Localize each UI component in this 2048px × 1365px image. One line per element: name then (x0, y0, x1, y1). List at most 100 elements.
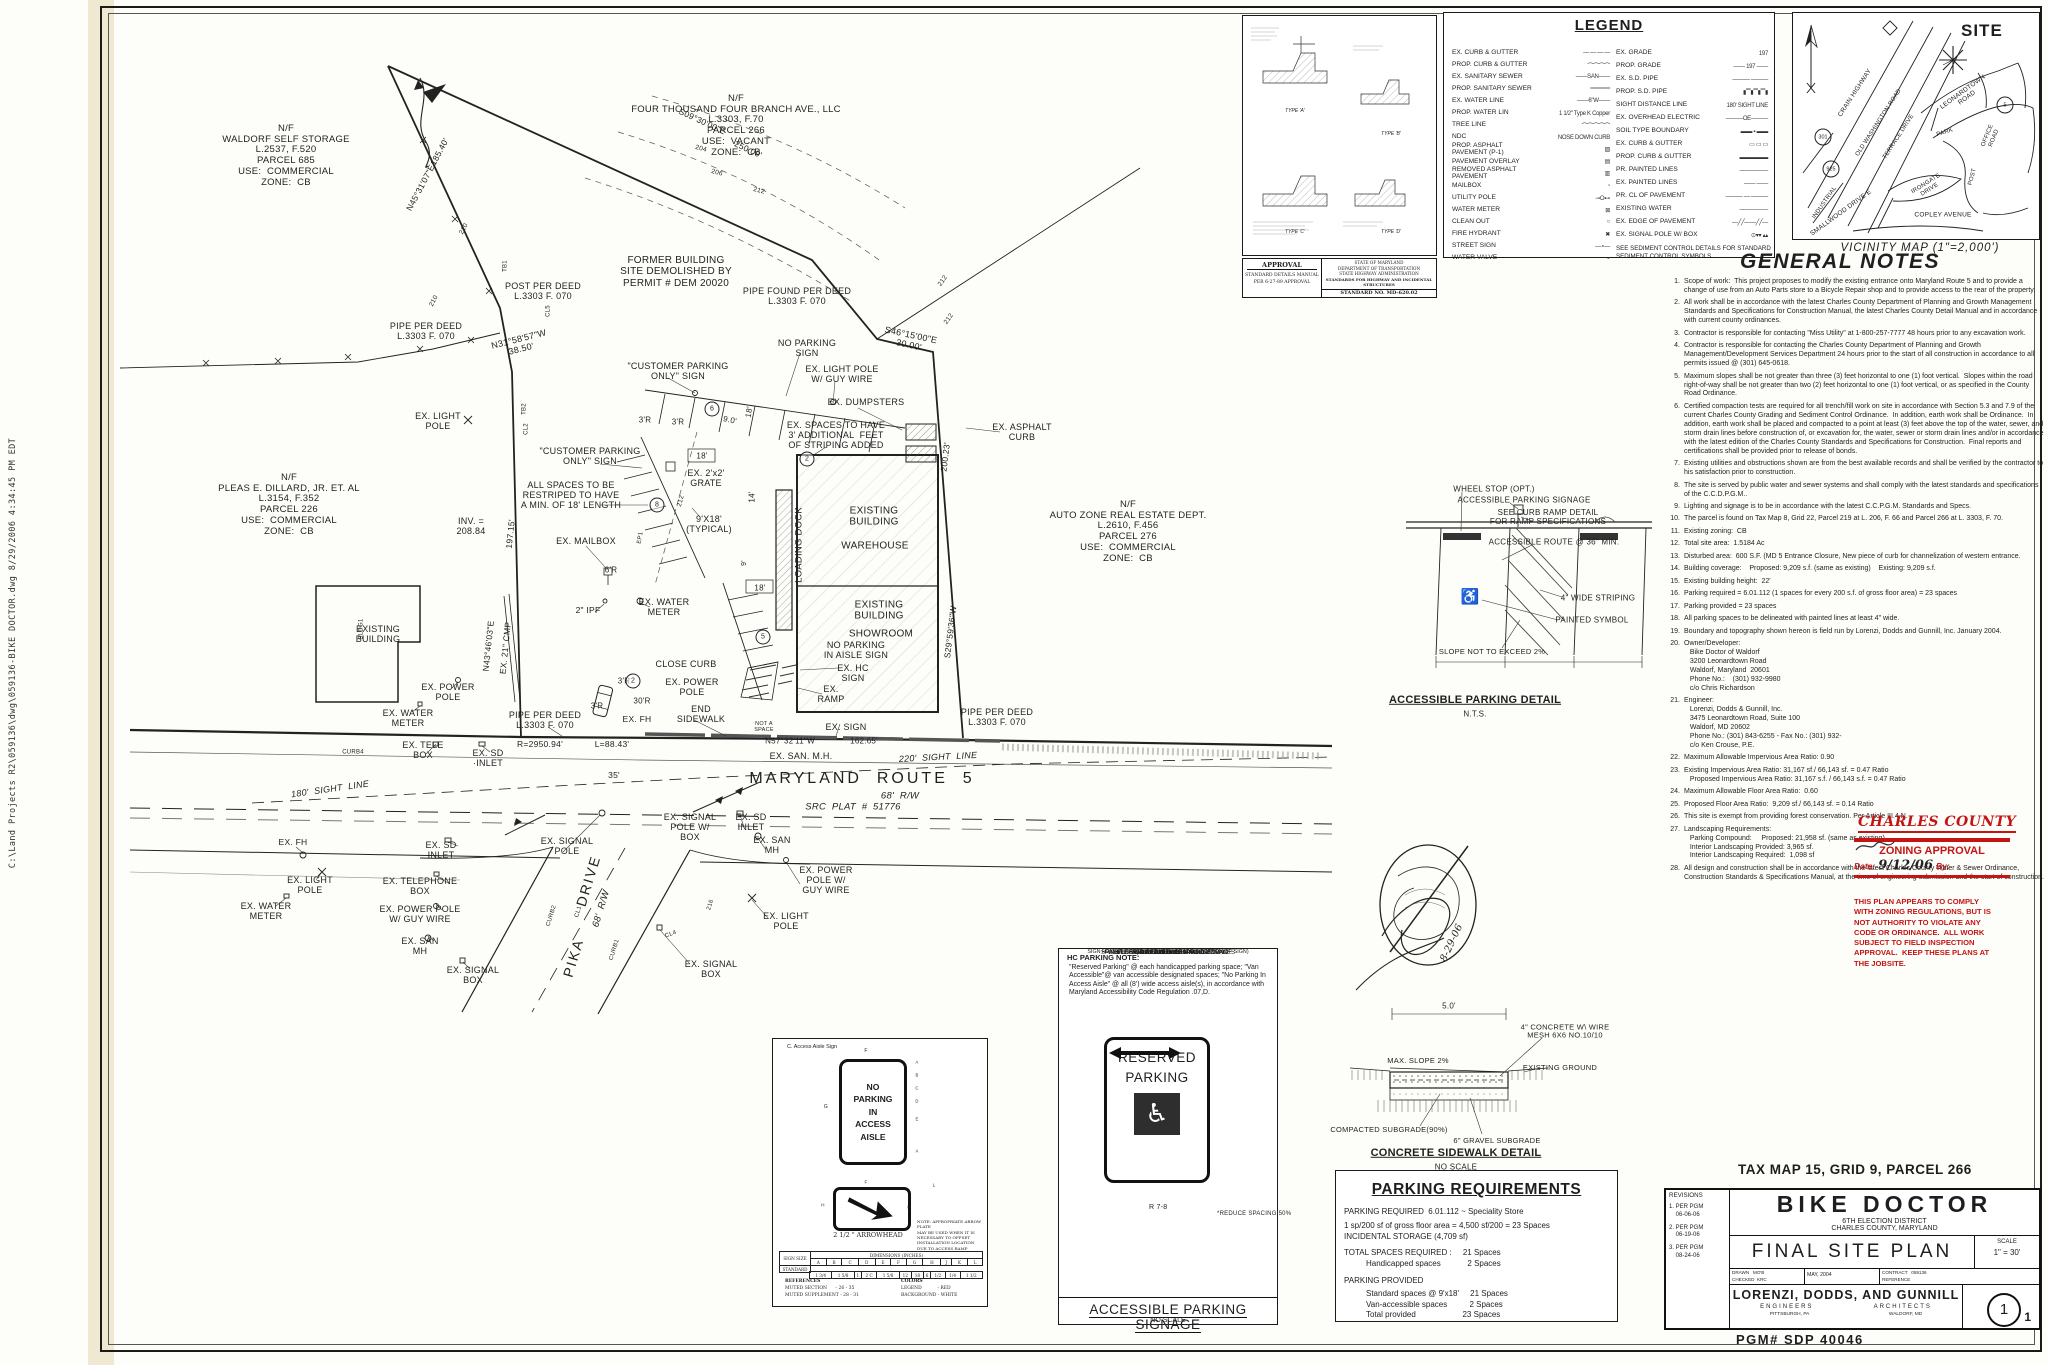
legend-item: STREET SIGN—∘— (1452, 242, 1610, 251)
legend-item: PROP. CURB & GUTTER⌒⌒⌒⌒ (1452, 60, 1610, 70)
plan-label: 18' (754, 583, 766, 593)
tax-map-label: TAX MAP 15, GRID 9, PARCEL 266 (1738, 1162, 1972, 1177)
sheet-title-row: FINAL SITE PLAN SCALE 1" = 30' (1730, 1236, 2039, 1270)
hc-parking-note-body: "Reserved Parking" @ each handicapped pa… (1069, 964, 1266, 997)
plan-label: 18' (696, 451, 708, 461)
plan-label: PIPE PER DEED L.3303 F. 070 (508, 709, 582, 730)
plan-label: NOT A SPACE (754, 720, 774, 733)
sign-size-header: SIGN SIZE (779, 1251, 811, 1266)
plan-label: 9'X18' (TYPICAL) (686, 513, 732, 534)
legend-item: EX. CURB & GUTTER— — — — (1452, 48, 1610, 57)
plan-label: H (821, 1202, 825, 1208)
legend-symbol: 1 1/2" Type K Copper (1558, 110, 1610, 117)
sign-colors-line: SIGN HEIGHT: 7 FEET (BETWEEN GRADE & BOT… (1087, 949, 1249, 955)
dimension-value: 2 C (860, 1271, 878, 1279)
firm-architects: ARCHITECTS (1873, 1303, 1932, 1310)
plan-label: EX. TELE BOX (402, 739, 444, 760)
plan-label: EX. SIGNAL POLE (540, 835, 594, 856)
firm-city-right: WALDORF, MD (1888, 1311, 1923, 1317)
dimension-value: 1 (853, 1271, 862, 1279)
general-note: 15. Existing building height: 22' (1670, 577, 1771, 585)
general-note: 13. Disturbed area: 600 S.F. (MD 5 Entra… (1670, 552, 2021, 560)
approval-standard-1: STANDARDS FOR HIGHWAY AND INCIDENTAL STR… (1325, 277, 1433, 288)
dimension-letter: F (890, 1258, 907, 1266)
legend-item: EX. SIGNAL POLE W/ BOX⊙▾▾ ▴▴ (1616, 231, 1768, 239)
plan-label: 4" WIDE STRIPING (1560, 593, 1636, 603)
plan-label: 9' (741, 560, 749, 566)
sheet-inner-border (108, 13, 2035, 1345)
no-scale-label: NO SCALE (1150, 1317, 1186, 1324)
legend-symbol: ———OE——— (1725, 115, 1769, 122)
plan-label: EX. POWER POLE (665, 676, 719, 697)
legend-left-column: EX. CURB & GUTTER— — — — PROP. CURB & GUT… (1452, 47, 1610, 265)
scale-label: SCALE (1997, 1239, 2017, 1246)
dimension-letter: A (810, 1258, 827, 1266)
legend-symbol: —— —— (1743, 180, 1768, 187)
legend-item: CLEAN OUT○ (1452, 218, 1610, 226)
election-district: 6TH ELECTION DISTRICT (1842, 1218, 1927, 1226)
stamp-rule-bottom (1854, 874, 2010, 878)
legend-symbol: ✖ (1605, 231, 1610, 238)
plan-label: R=2950.94' (517, 739, 563, 750)
dimension-letter: G (905, 1258, 924, 1266)
general-note: 12. Total site area: 1.5184 Ac (1670, 540, 1765, 548)
plan-label: EX. LIGHT POLE W/ GUY WIRE (805, 363, 879, 384)
plan-label: CONCRETE SIDEWALK DETAIL (1370, 1146, 1542, 1159)
legend-symbol: ▤ (1604, 159, 1611, 166)
plan-label: 2" IPF (575, 605, 601, 616)
general-note: 5. Maximum slopes shall be not greater t… (1674, 372, 2035, 398)
plan-label: NO SCALE (1434, 1162, 1478, 1172)
legend-symbol: —— 197 —— (1733, 63, 1768, 70)
date-handwritten: 9/12/06 (1878, 857, 1933, 873)
approval-standard-no: STANDARD NO. MD-620.02 (1322, 288, 1436, 297)
plan-label: EX. HC SIGN (837, 662, 869, 683)
plan-label: F (864, 1179, 868, 1185)
approval-block: APPROVAL STANDARD DETAILS MANUAL PER 6-2… (1242, 258, 1437, 298)
plan-label: EX. 2'x2' GRATE (687, 467, 725, 488)
legend-symbol: — — — — (1583, 50, 1610, 57)
plan-label: 18' (743, 405, 755, 419)
legend-symbol: ▬▬ ▪ ▬▬ (1740, 128, 1769, 135)
revision-entry: 1. PER PGM 06-06-06 (1669, 1204, 1704, 1218)
plan-label: L=88.43' (594, 739, 630, 750)
legend-item: PAVEMENT OVERLAY▤ (1452, 157, 1611, 166)
plan-label: PIPE FOUND PER DEED L.3303 F. 070 (742, 285, 852, 306)
plan-label: END SIDEWALK (676, 703, 726, 724)
parking-requirement-line: TOTAL SPACES REQUIRED : 21 Spaces (1344, 1248, 1501, 1258)
plan-label: EXISTING GROUND (1522, 1062, 1598, 1072)
legend-item: EX. OVERHEAD ELECTRIC———OE——— (1616, 114, 1769, 122)
accessible-parking-signage-box: HC PARKING NOTE: "Reserved Parking" @ ea… (1058, 948, 1291, 1333)
plan-label: ACCESSIBLE PARKING DETAIL (1388, 693, 1562, 706)
dimension-value: 12 (898, 1271, 912, 1279)
approval-left-cell: APPROVAL STANDARD DETAILS MANUAL PER 6-2… (1243, 259, 1322, 297)
pgm-number: PGM# SDP 40046 (1736, 1332, 1864, 1347)
plan-label: 5.0' (1442, 1001, 1456, 1011)
curb-details-linework (1251, 27, 1410, 235)
plan-label: N.T.S. (1463, 709, 1487, 719)
title-block-main: BIKE DOCTOR 6TH ELECTION DISTRICT CHARLE… (1730, 1190, 2039, 1328)
plan-label: EX. SPACES TO HAVE 3' ADDITIONAL FEET OF… (786, 419, 886, 451)
legend-item: EX. EDGE OF PAVEMENT—╱╱——╱╱— (1616, 218, 1768, 226)
revisions-header: REVISIONS (1669, 1192, 1703, 1199)
plan-label: EX. ASPHALT CURB (992, 421, 1052, 442)
plan-label: K (907, 1204, 911, 1210)
plan-label: 35' (608, 770, 620, 781)
general-note: 22. Maximum Allowable Impervious Area Ra… (1670, 754, 1835, 762)
legend-item: FIRE HYDRANT✖ (1452, 230, 1610, 238)
plan-label: EX. SAN. M.H. (769, 750, 833, 761)
wheelchair-symbol: ♿ (1134, 1092, 1180, 1135)
plan-label: ACCESSIBLE ROUTE @ 36" MIN. (1488, 537, 1620, 547)
plan-label: EX. FH (622, 714, 652, 725)
legend-item: REMOVED ASPHALT PAVEMENT▥ (1452, 166, 1610, 180)
accessible-parking-signage-title: ACCESSIBLE PARKING SIGNAGE (1059, 1297, 1277, 1333)
plan-label: G (823, 1104, 829, 1111)
parking-requirement-line: Van-accessible spaces 2 Spaces (1366, 1299, 1503, 1309)
sign-colors-line: LEGEND AND BORDER - GREEN (1120, 949, 1216, 956)
plan-label: 3'R (617, 676, 631, 686)
